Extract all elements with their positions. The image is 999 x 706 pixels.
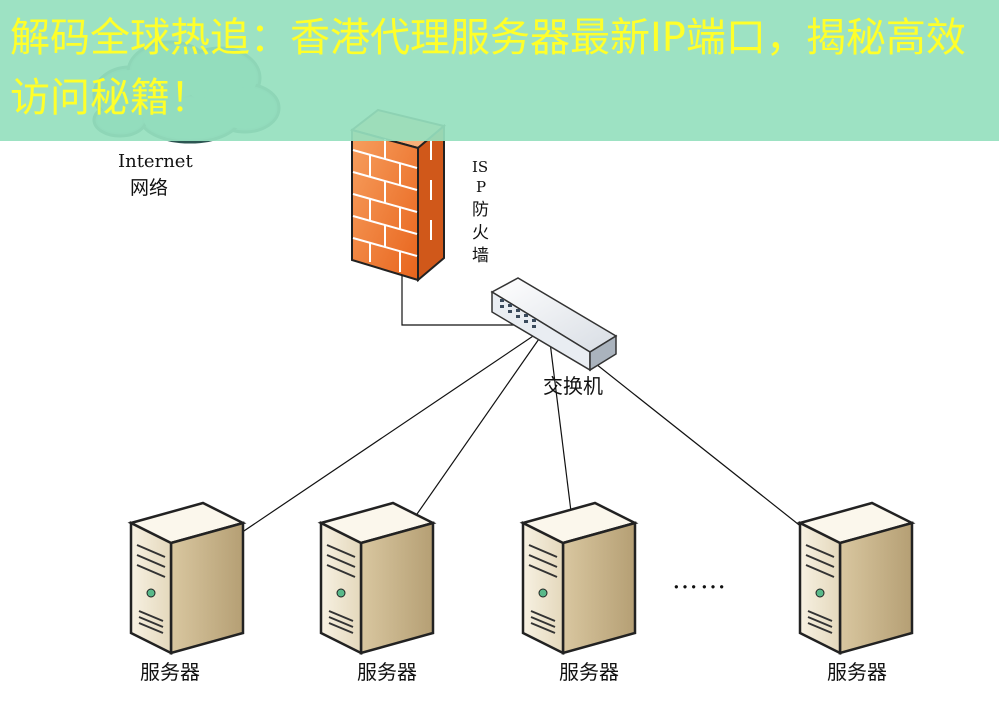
network-switch-icon xyxy=(490,277,618,372)
server-tower-icon xyxy=(127,501,247,656)
title-banner: 解码全球热追：香港代理服务器最新IP端口，揭秘高效访问秘籍！ xyxy=(0,0,999,141)
banner-title: 解码全球热追：香港代理服务器最新IP端口，揭秘高效访问秘籍！ xyxy=(10,15,966,121)
firewall-label-line-3: 防 xyxy=(472,200,489,220)
internet-label-en: Internet xyxy=(118,151,193,172)
server-tower-icon xyxy=(519,501,639,656)
connection-lines xyxy=(185,200,857,571)
firewall-label-line-2: P xyxy=(476,178,486,196)
server-tower-icon xyxy=(317,501,437,656)
firewall-label-line-1: IS xyxy=(472,158,488,176)
switch-to-server-1-link xyxy=(185,325,549,571)
server-label-4: 服务器 xyxy=(827,660,887,684)
server-label-3: 服务器 xyxy=(559,660,619,684)
internet-label-cn: 网络 xyxy=(130,177,168,199)
switch-label: 交换机 xyxy=(543,374,603,398)
firewall-label-line-4: 火 xyxy=(472,223,489,243)
server-label-2: 服务器 xyxy=(357,660,417,684)
ellipsis-label: …… xyxy=(672,565,728,595)
firewall-label-line-5: 墙 xyxy=(472,246,489,266)
server-label-1: 服务器 xyxy=(140,660,200,684)
server-tower-icon xyxy=(796,501,916,656)
